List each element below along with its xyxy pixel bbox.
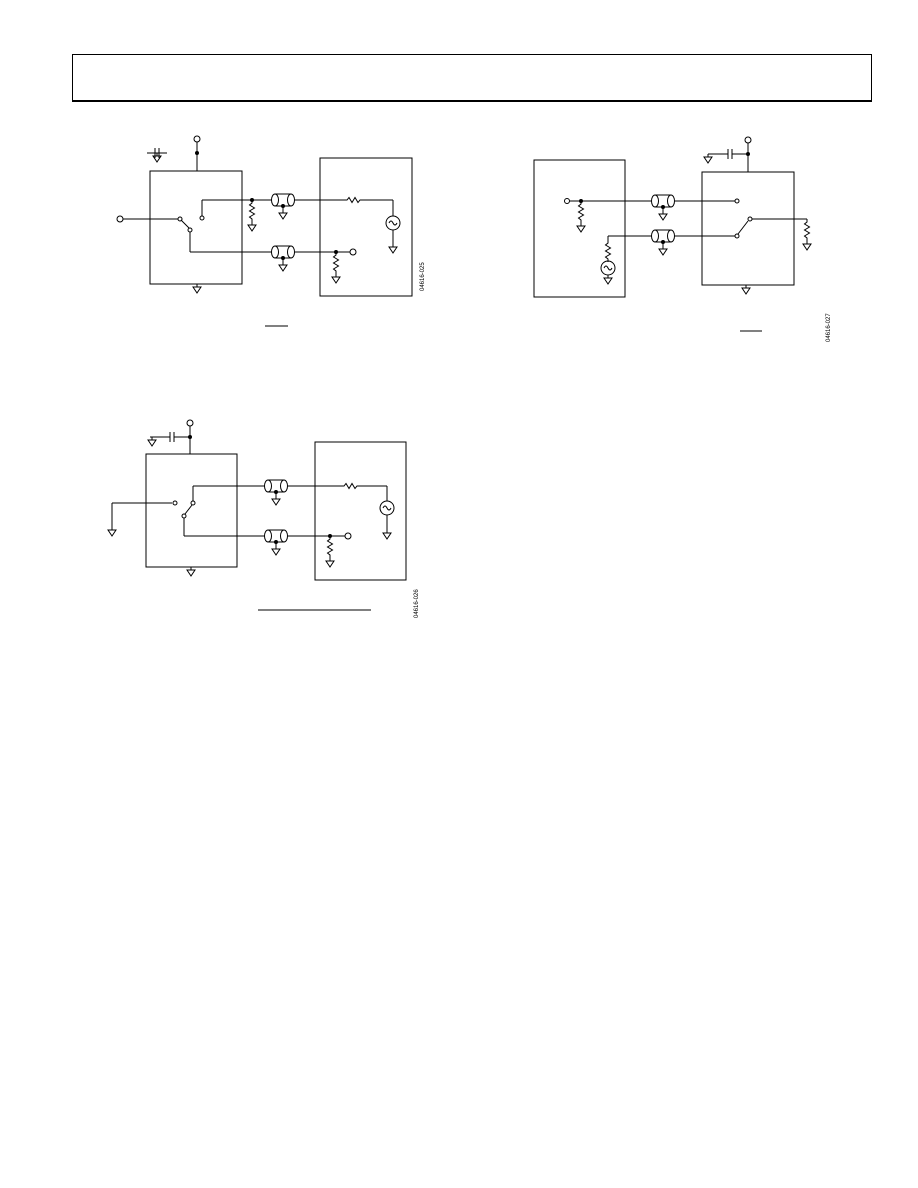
figure-c-circuit: 04616-026 [107,419,420,618]
figure-code-c: 04616-026 [414,589,420,618]
page-header-box [72,54,872,102]
figure-b-circuit: 04616-027 [533,136,832,342]
figure-code-a: 04616-025 [420,262,426,291]
figure-a-circuit: 04616-025 [116,135,426,327]
figure-code-b: 04616-027 [826,313,832,342]
